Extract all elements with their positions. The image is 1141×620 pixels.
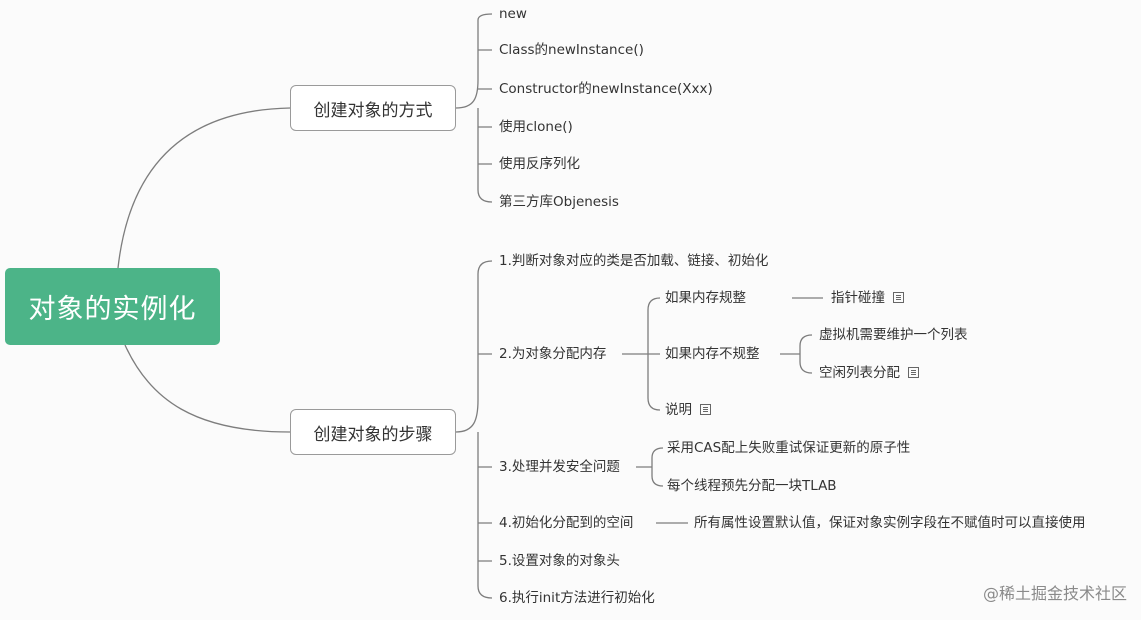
memory-free-list-alloc[interactable]: 空闲列表分配 bbox=[819, 365, 919, 381]
connector-concurrency bbox=[636, 447, 664, 487]
memory-irregular[interactable]: 如果内存不规整 bbox=[665, 346, 760, 362]
step-item-1[interactable]: 1.判断对象对应的类是否加载、链接、初始化 bbox=[499, 253, 769, 269]
memory-free-list-alloc-label: 空闲列表分配 bbox=[819, 365, 900, 381]
branch-creation-steps[interactable]: 创建对象的步骤 bbox=[290, 409, 456, 455]
step-item-2[interactable]: 2.为对象分配内存 bbox=[499, 346, 607, 362]
memory-regular[interactable]: 如果内存规整 bbox=[665, 290, 746, 306]
watermark: @稀土掘金技术社区 bbox=[982, 584, 1127, 603]
memory-free-list-maintain[interactable]: 虚拟机需要维护一个列表 bbox=[819, 327, 968, 343]
step-item-6[interactable]: 6.执行init方法进行初始化 bbox=[499, 590, 655, 606]
memory-explain-label: 说明 bbox=[665, 402, 692, 418]
way-item-deserialize[interactable]: 使用反序列化 bbox=[499, 156, 580, 172]
concurrency-cas[interactable]: 采用CAS配上失败重试保证更新的原子性 bbox=[667, 440, 911, 456]
root-node[interactable]: 对象的实例化 bbox=[5, 268, 220, 345]
step-item-5[interactable]: 5.设置对象的对象头 bbox=[499, 553, 620, 569]
memory-pointer-bump-label: 指针碰撞 bbox=[831, 290, 885, 306]
memory-pointer-bump[interactable]: 指针碰撞 bbox=[831, 290, 904, 306]
connector-root-ways bbox=[117, 107, 291, 269]
step-item-4[interactable]: 4.初始化分配到的空间 bbox=[499, 515, 634, 531]
branch-creation-ways[interactable]: 创建对象的方式 bbox=[290, 85, 456, 131]
way-item-constructor-newinstance[interactable]: Constructor的newInstance(Xxx) bbox=[499, 81, 713, 97]
memory-explain[interactable]: 说明 bbox=[665, 402, 711, 418]
note-icon[interactable] bbox=[893, 292, 904, 303]
init-space-default-values[interactable]: 所有属性设置默认值，保证对象实例字段在不赋值时可以直接使用 bbox=[694, 515, 1086, 531]
connector-irregular bbox=[780, 334, 813, 374]
concurrency-tlab[interactable]: 每个线程预先分配一块TLAB bbox=[667, 478, 837, 494]
note-icon[interactable] bbox=[908, 367, 919, 378]
connector-root-steps bbox=[124, 344, 291, 433]
step-item-3[interactable]: 3.处理并发安全问题 bbox=[499, 459, 620, 475]
connector-ways-items bbox=[455, 13, 493, 203]
note-icon[interactable] bbox=[700, 404, 711, 415]
connector-steps-items bbox=[455, 260, 493, 599]
connector-memory bbox=[622, 297, 661, 411]
way-item-class-newinstance[interactable]: Class的newInstance() bbox=[499, 42, 644, 58]
way-item-new[interactable]: new bbox=[499, 6, 527, 22]
way-item-objenesis[interactable]: 第三方库Objenesis bbox=[499, 194, 619, 210]
way-item-clone[interactable]: 使用clone() bbox=[499, 119, 573, 135]
